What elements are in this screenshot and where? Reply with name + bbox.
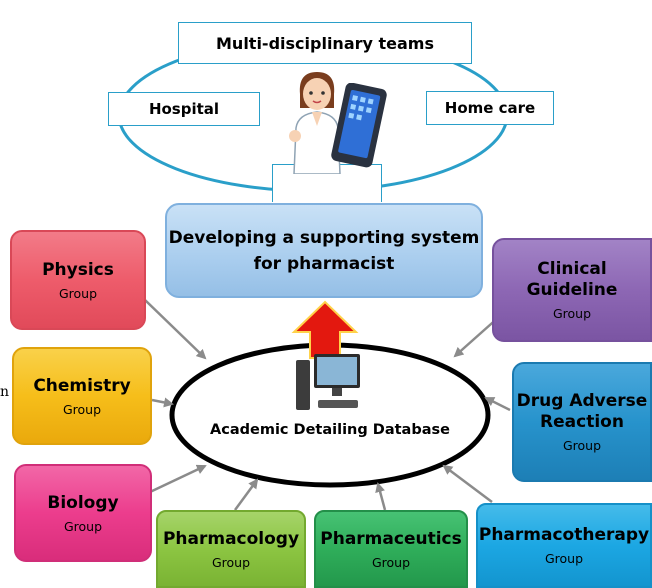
clinical-group-name-1: Clinical [537, 259, 607, 279]
desktop-computer-icon [296, 354, 360, 410]
pharmacology-group-name: Pharmacology [162, 528, 300, 549]
chemistry-group: Chemistry Group [12, 347, 152, 445]
system-box-line2: for pharmacist [253, 253, 395, 274]
pharmacotherapy-group: Pharmacotherapy Group [476, 503, 652, 588]
homecare-label: Home care [426, 91, 554, 125]
arrow-physics [144, 299, 207, 360]
clinical-group-name-2: Guideline [526, 280, 618, 300]
tablet-device-icon [331, 83, 387, 168]
stray-character: n [0, 384, 10, 400]
red-up-arrow [291, 300, 359, 359]
biology-group-name: Biology [47, 492, 119, 513]
pharmaceutics-group-sub: Group [371, 554, 411, 570]
arrow-pharmacotherapy [442, 464, 493, 503]
system-box-line1: Developing a supporting system [168, 227, 480, 248]
drug-group-name-2: Reaction [540, 412, 624, 432]
pharmacotherapy-group-sub: Group [544, 551, 584, 566]
clinical-group-sub: Group [552, 306, 592, 321]
drug-adverse-reaction-group: Drug Adverse Reaction Group [512, 362, 652, 482]
chemistry-group-name: Chemistry [33, 375, 131, 396]
pharmacotherapy-group-name: Pharmacotherapy [478, 525, 650, 545]
arrow-biology [149, 464, 207, 494]
database-label: Academic Detailing Database [210, 422, 450, 438]
arrow-pharmacology [233, 478, 259, 511]
drug-group-sub: Group [562, 438, 602, 453]
biology-group-sub: Group [63, 518, 103, 534]
pharmacist-woman-icon [289, 72, 341, 174]
biology-group: Biology Group [14, 464, 152, 562]
hospital-label: Hospital [108, 92, 260, 126]
arrow-chemistry [151, 397, 174, 408]
physics-group-sub: Group [58, 285, 98, 301]
teams-label: Multi-disciplinary teams [178, 22, 472, 64]
arrow-pharmaceutics [375, 482, 387, 511]
pharmaceutics-group-name: Pharmaceutics [320, 528, 462, 549]
chemistry-group-sub: Group [62, 401, 102, 417]
physics-group: Physics Group [10, 230, 146, 330]
system-box: Developing a supporting system for pharm… [165, 203, 483, 298]
pharmaceutics-group: Pharmaceutics Group [314, 510, 468, 588]
arrow-drug [484, 396, 511, 412]
clinical-guideline-group: Clinical Guideline Group [492, 238, 652, 342]
pharmacology-group: Pharmacology Group [156, 510, 306, 588]
physics-group-name: Physics [42, 259, 114, 280]
pharmacology-group-sub: Group [211, 554, 251, 570]
drug-group-name-1: Drug Adverse [516, 391, 648, 411]
